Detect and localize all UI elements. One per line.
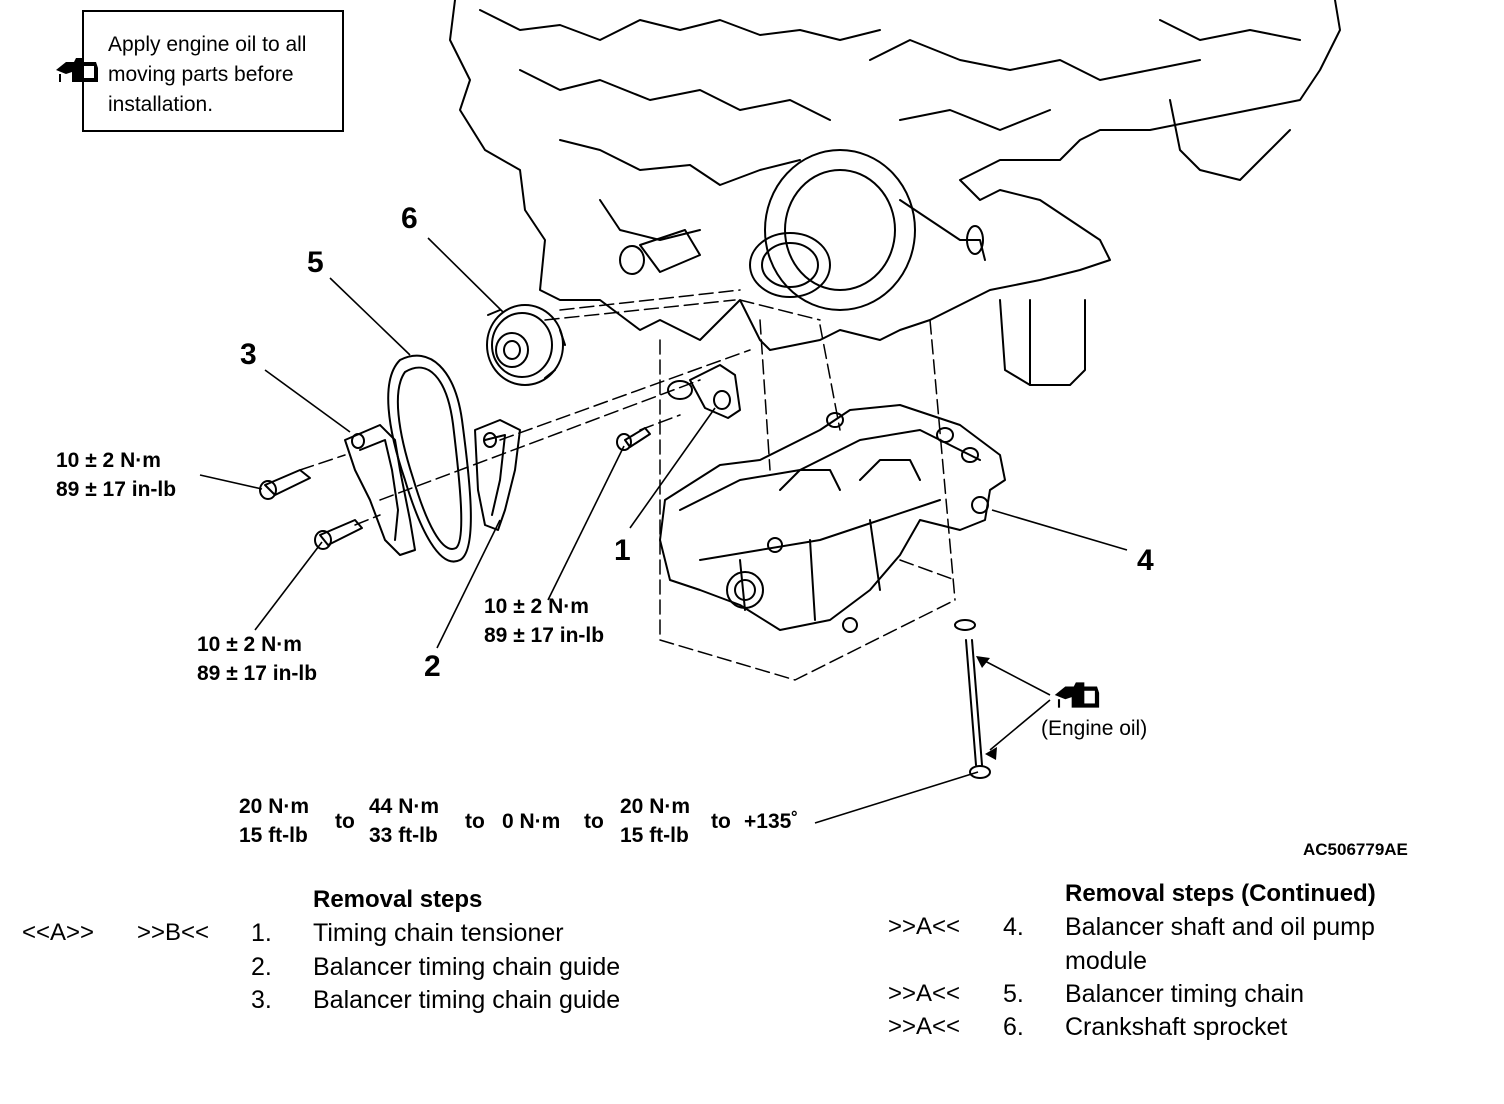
balancer-module (659, 404, 1006, 633)
sequence-step-3: 0 N·m (502, 810, 561, 833)
step-number: 3. (251, 986, 272, 1014)
step-text-continued: module (1065, 947, 1147, 975)
step-text: Crankshaft sprocket (1065, 1013, 1288, 1041)
step-number: 6. (1003, 1013, 1024, 1041)
step-text: Balancer timing chain (1065, 980, 1305, 1008)
oil-can-icon (1054, 682, 1100, 708)
seq-imperial: 15 ft-lb (239, 824, 308, 847)
seq-metric: 20 N·m (239, 795, 310, 818)
step-ref-a: >>A<< (888, 1013, 961, 1040)
balancer-timing-chain (387, 354, 472, 563)
callout-2: 2 (424, 650, 441, 683)
step-number: 1. (251, 919, 272, 947)
crankshaft-sprocket (486, 304, 566, 386)
torque-metric: 10 ± 2 N·m (56, 449, 161, 472)
sequence-to: to (711, 810, 731, 833)
sequence-to: to (584, 810, 604, 833)
note-box: Apply engine oil to all moving parts bef… (82, 10, 344, 132)
engine-block (449, 0, 1341, 386)
step-ref-b: >>B<< (137, 919, 210, 946)
step-ref-a: >>A<< (888, 913, 961, 940)
seq-imperial: 33 ft-lb (369, 824, 438, 847)
sequence-step-4: 20 N·m 15 ft-lb (620, 792, 690, 850)
note-line-2: moving parts before (108, 63, 294, 86)
torque-spec-center: 10 ± 2 N·m 89 ± 17 in-lb (484, 592, 604, 650)
step-text: Timing chain tensioner (313, 919, 564, 947)
chain-guide-3 (344, 424, 416, 556)
step-ref-a: <<A>> (22, 919, 95, 946)
step-number: 2. (251, 953, 272, 981)
step-ref-a: >>A<< (888, 980, 961, 1007)
step-number: 4. (1003, 913, 1024, 941)
callout-1: 1 (614, 534, 631, 567)
figure-code: AC506779AE (1303, 840, 1408, 859)
seq-imperial: 15 ft-lb (620, 824, 689, 847)
timing-chain-tensioner (667, 364, 741, 419)
removal-steps-continued-heading: Removal steps (Continued) (1065, 880, 1376, 907)
sequence-to: to (465, 810, 485, 833)
step-text: Balancer timing chain guide (313, 986, 621, 1014)
sequence-step-2: 44 N·m 33 ft-lb (369, 792, 439, 850)
long-bolt (954, 619, 991, 779)
seq-metric: 44 N·m (369, 795, 440, 818)
guide-bolts (259, 427, 651, 550)
torque-imperial: 89 ± 17 in-lb (56, 478, 177, 501)
note-line-3: installation. (108, 93, 214, 116)
callout-6: 6 (401, 202, 418, 235)
callout-4: 4 (1137, 544, 1154, 577)
torque-spec-left-lower: 10 ± 2 N·m 89 ± 17 in-lb (197, 630, 317, 688)
step-text: Balancer timing chain guide (313, 953, 621, 981)
note-line-1: Apply engine oil to all (108, 33, 307, 56)
torque-metric: 10 ± 2 N·m (197, 633, 302, 656)
callout-5: 5 (307, 246, 324, 279)
torque-imperial: 89 ± 17 in-lb (484, 624, 605, 647)
step-text: Balancer shaft and oil pump (1065, 913, 1375, 941)
oil-can-icon (56, 58, 98, 82)
sequence-to: to (335, 810, 355, 833)
engine-oil-label: (Engine oil) (1041, 717, 1148, 740)
sequence-step-5: +135˚ (744, 810, 799, 833)
torque-imperial: 89 ± 17 in-lb (197, 662, 318, 685)
seq-metric: 20 N·m (620, 795, 691, 818)
torque-spec-left-upper: 10 ± 2 N·m 89 ± 17 in-lb (56, 446, 176, 504)
callout-3: 3 (240, 338, 257, 371)
step-number: 5. (1003, 980, 1024, 1008)
chain-guide-2 (474, 419, 521, 531)
note-text: Apply engine oil to all moving parts bef… (108, 30, 306, 120)
removal-steps-heading: Removal steps (313, 886, 483, 913)
sequence-step-1: 20 N·m 15 ft-lb (239, 792, 309, 850)
torque-metric: 10 ± 2 N·m (484, 595, 589, 618)
